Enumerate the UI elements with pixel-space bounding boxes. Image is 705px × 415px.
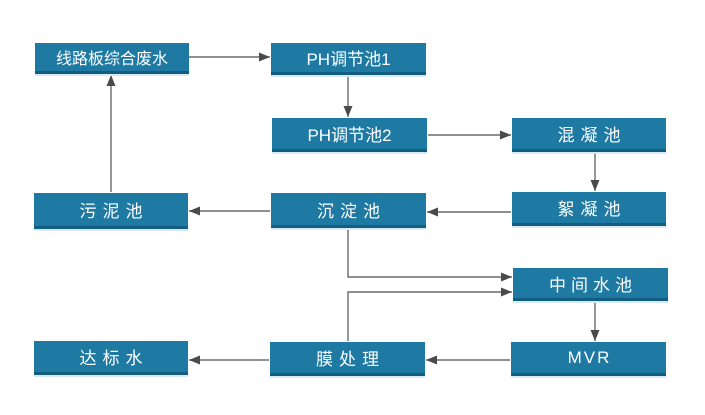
- node-sludge-tank: 污泥池: [34, 193, 188, 229]
- node-intermediate-tank: 中间水池: [513, 268, 668, 301]
- node-label: MVR: [567, 347, 612, 367]
- node-coagulation-tank: 混凝池: [512, 118, 666, 152]
- node-label: 絮凝池: [557, 200, 627, 219]
- arrow-membrane-to-mid: [347, 287, 512, 341]
- node-label: PH调节池2: [307, 126, 392, 145]
- node-label: 混凝池: [557, 126, 627, 145]
- node-flocculation-tank: 絮凝池: [512, 192, 666, 226]
- node-label: 膜处理: [316, 350, 385, 369]
- node-label: 中间水池: [549, 275, 637, 295]
- node-raw-wastewater: 线路板综合废水: [35, 43, 189, 74]
- node-membrane-treatment: 膜处理: [270, 342, 425, 376]
- node-label: 线路板综合废水: [55, 51, 168, 68]
- node-label: 污泥池: [79, 202, 149, 221]
- node-ph-tank-1: PH调节池1: [271, 43, 426, 75]
- node-ph-tank-2: PH调节池2: [272, 118, 427, 152]
- node-label: 达标水: [79, 349, 149, 368]
- arrow-sed-to-mid: [347, 229, 512, 282]
- node-label: 沉淀池: [317, 201, 386, 221]
- node-mvr: MVR: [511, 342, 666, 376]
- node-label: PH调节池1: [306, 50, 391, 69]
- node-sedimentation-tank: 沉淀池: [271, 193, 426, 228]
- node-compliant-water: 达标水: [34, 341, 188, 375]
